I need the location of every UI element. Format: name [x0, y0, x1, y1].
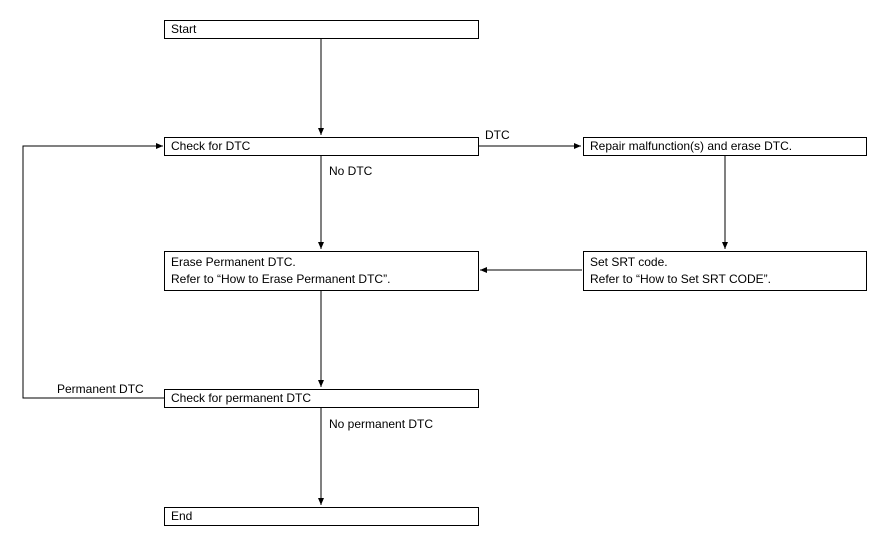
arrow-permanent-loop-back	[22, 143, 164, 399]
node-start: Start	[164, 20, 479, 39]
node-erase-line2: Refer to “How to Erase Permanent DTC”.	[171, 272, 391, 286]
edge-label-no-permanent-dtc: No permanent DTC	[329, 417, 434, 431]
node-repair-text: Repair malfunction(s) and erase DTC.	[590, 139, 793, 153]
edge-label-no-dtc: No DTC	[329, 164, 373, 178]
node-erase-line1: Erase Permanent DTC.	[171, 255, 296, 269]
node-end: End	[164, 507, 479, 526]
node-start-text: Start	[171, 22, 197, 36]
node-erase-permanent-dtc: Erase Permanent DTC. Refer to “How to Er…	[164, 251, 479, 291]
node-check-for-permanent-dtc: Check for permanent DTC	[164, 389, 479, 408]
edge-label-permanent-dtc: Permanent DTC	[57, 382, 144, 396]
node-repair-malfunction: Repair malfunction(s) and erase DTC.	[583, 137, 867, 156]
node-end-text: End	[171, 509, 193, 523]
node-check-permanent-text: Check for permanent DTC	[171, 391, 312, 405]
node-set-srt-code: Set SRT code. Refer to “How to Set SRT C…	[583, 251, 867, 291]
node-check-for-dtc: Check for DTC	[164, 137, 479, 156]
node-set-srt-line1: Set SRT code.	[590, 255, 668, 269]
node-set-srt-line2: Refer to “How to Set SRT CODE”.	[590, 272, 771, 286]
edge-label-dtc: DTC	[485, 128, 510, 142]
node-check-for-dtc-text: Check for DTC	[171, 139, 251, 153]
